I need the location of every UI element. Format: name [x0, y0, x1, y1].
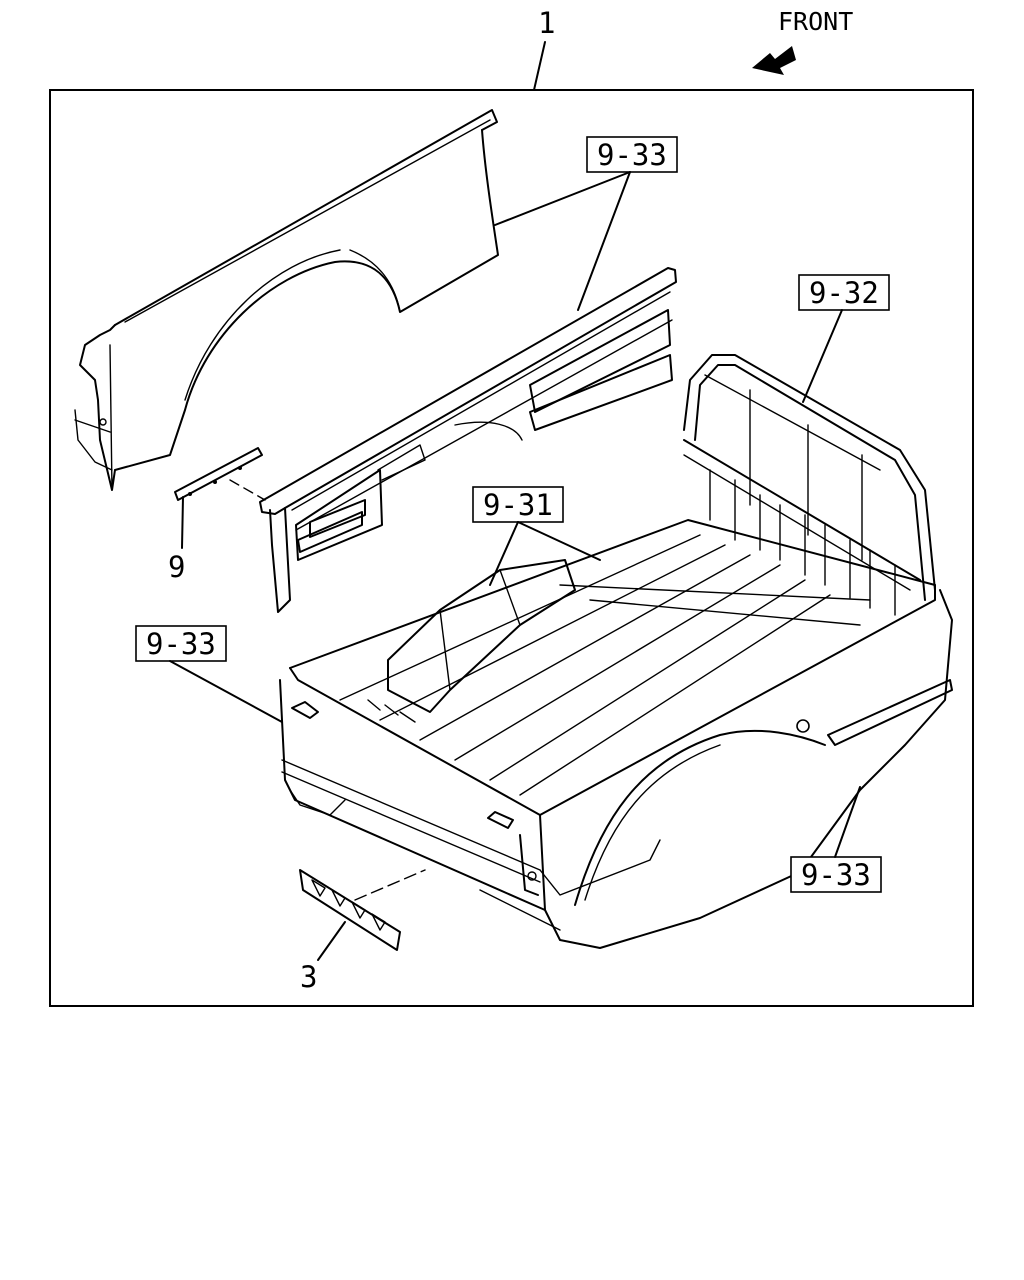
leader-bracket	[181, 496, 184, 549]
lamp-plate-part	[299, 869, 401, 951]
ref-box-outer-panel-left[interactable]	[135, 625, 227, 662]
front-arrow-icon	[752, 46, 796, 75]
leader-bracket-dash	[229, 479, 266, 501]
diagram-frame	[49, 89, 974, 1007]
callout-assembly: 1	[538, 6, 555, 40]
side-inner-panel	[259, 267, 677, 613]
callout-lamp-plate: 3	[300, 960, 317, 994]
bed-floor	[289, 519, 936, 816]
ref-outer-panel-right[interactable]: 9-33	[801, 858, 871, 892]
leader-lamp-plate	[317, 921, 346, 961]
ref-box-floor[interactable]	[472, 486, 564, 523]
bracket-part	[174, 447, 263, 501]
ref-outer-panel-top[interactable]: 9-33	[597, 138, 667, 172]
leader-ref-front-panel	[802, 309, 843, 403]
side-outer-panel-left	[74, 109, 499, 491]
front-label: FRONT	[778, 7, 853, 36]
leader-assembly	[533, 41, 546, 91]
ref-box-front-panel[interactable]	[798, 274, 890, 311]
leader-ref-right	[834, 786, 861, 858]
leader-ref-floor-b	[489, 521, 519, 586]
ref-floor[interactable]: 9-31	[483, 488, 553, 522]
leader-ref-top-b	[577, 171, 631, 311]
ref-box-outer-panel-top[interactable]	[586, 136, 678, 173]
callout-bracket: 9	[168, 550, 185, 584]
ref-outer-panel-left[interactable]: 9-33	[146, 627, 216, 661]
leader-lamp-plate-dash	[354, 869, 426, 901]
leader-ref-left	[169, 660, 283, 723]
front-panel	[683, 354, 936, 616]
bed-outer-body	[279, 589, 953, 949]
leader-ref-floor-a	[517, 521, 601, 561]
leader-ref-top-a	[494, 171, 631, 226]
ref-front-panel[interactable]: 9-32	[809, 276, 879, 310]
